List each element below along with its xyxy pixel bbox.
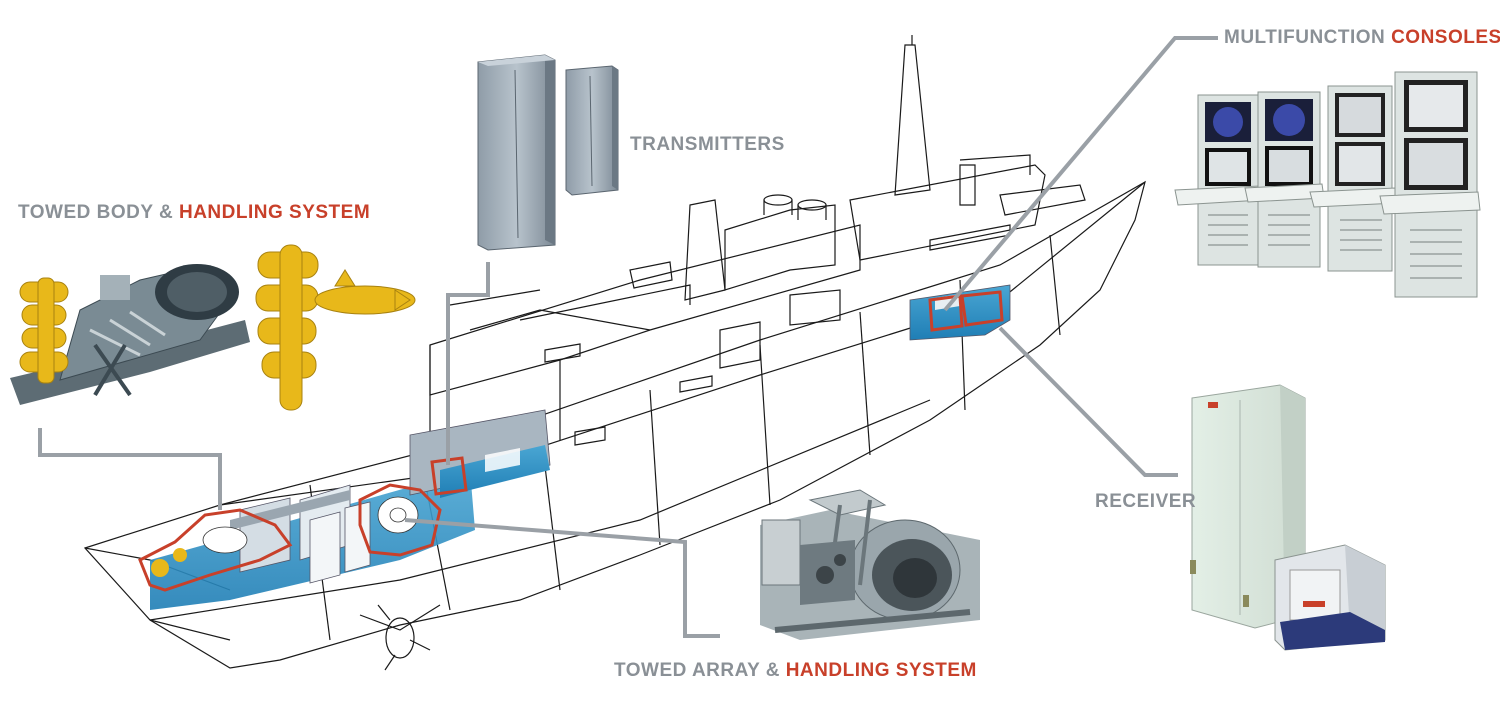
transmitters-label: TRANSMITTERS: [630, 134, 785, 156]
transmitter-highlight: [430, 456, 468, 496]
transmitter-compartment: [409, 409, 551, 498]
funnel: [724, 204, 836, 291]
multifunction-consoles-label: MULTIFUNCTION CONSOLES: [1224, 27, 1500, 49]
consoles-label-part2: CONSOLES: [1391, 27, 1500, 48]
receiver-highlight: [928, 294, 964, 332]
towed-body-handling-label: TOWED BODY & HANDLING SYSTEM: [18, 202, 370, 224]
hull-outline: [83, 180, 1146, 669]
towed-body-image: [255, 244, 416, 411]
receiver-label: RECEIVER: [1095, 491, 1196, 513]
towed-body-handling-image: [10, 264, 250, 405]
transmitters-image: [477, 54, 619, 251]
leader-lines: [38, 36, 1218, 638]
towed-array-handling-image: [760, 489, 980, 640]
transmitters-leader: [446, 262, 490, 465]
towed-array-label-part1: TOWED ARRAY &: [614, 660, 786, 681]
consoles-leader: [943, 36, 1218, 312]
towed-body-label-part1: TOWED BODY &: [18, 202, 179, 223]
superstructure: [429, 224, 861, 396]
console-unit: [1379, 71, 1481, 298]
receiver-label-text: RECEIVER: [1095, 491, 1197, 512]
ship-towed-body-fill: [151, 548, 187, 577]
receiver-leader: [998, 326, 1178, 477]
towed-body-leader: [38, 428, 222, 510]
console-highlight: [960, 290, 1004, 327]
consoles-image: [1174, 71, 1481, 298]
towed-array-handling-label: TOWED ARRAY & HANDLING SYSTEM: [614, 660, 977, 682]
towed-body-label-part2: HANDLING SYSTEM: [178, 202, 371, 223]
ship-winch-fills: [202, 496, 419, 554]
towed-array-label-part2: HANDLING SYSTEM: [785, 660, 977, 681]
towed-body-highlight: [138, 508, 293, 592]
console-unit: [1309, 85, 1399, 272]
console-unit: [1244, 91, 1325, 268]
towed-array-leader: [404, 518, 720, 638]
consoles-label-part1: MULTIFUNCTION: [1224, 27, 1392, 48]
receiver-image: [1190, 384, 1386, 651]
transmitters-label-text: TRANSMITTERS: [630, 134, 785, 155]
towed-array-highlight: [358, 483, 442, 557]
mast: [894, 44, 931, 196]
equipment-highlights: [138, 290, 1004, 592]
console-unit: [1174, 94, 1263, 266]
